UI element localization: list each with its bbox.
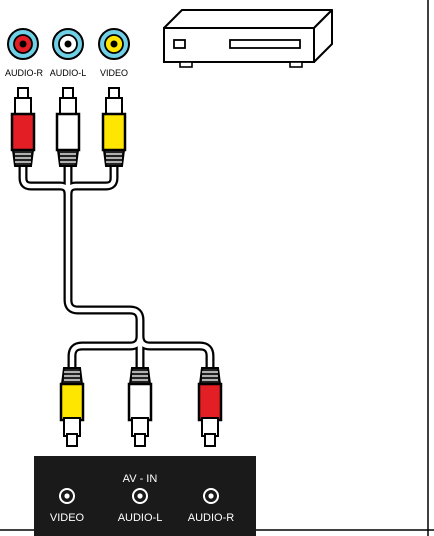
bottom-plug-video: [59, 366, 85, 448]
top-plug-video: [101, 86, 127, 168]
bottom-plug-audio-l: [127, 366, 153, 448]
jack-audio-l: [52, 28, 84, 60]
av-cable: [18, 161, 215, 379]
jack-video: [98, 28, 130, 60]
top-plug-audio-r: [10, 86, 36, 168]
jack-label-video: VIDEO: [100, 68, 128, 78]
port-label-audio-r: AUDIO-R: [188, 512, 235, 524]
jack-label-audio-r: AUDIO-R: [5, 68, 44, 78]
port-label-audio-l: AUDIO-L: [118, 512, 163, 524]
jack-label-audio-l: AUDIO-L: [50, 68, 87, 78]
port-audio-r: [203, 488, 219, 504]
bottom-plug-audio-r: [197, 366, 223, 448]
source-jacks: AUDIO-R AUDIO-L VIDEO: [5, 28, 130, 78]
port-audio-l: [132, 488, 148, 504]
port-video: [59, 488, 75, 504]
top-plug-audio-l: [55, 86, 81, 168]
dvd-player-icon: [163, 9, 333, 68]
av-in-title: AV - IN: [123, 473, 158, 485]
jack-audio-r: [7, 28, 39, 60]
port-label-video: VIDEO: [50, 512, 85, 524]
av-in-panel: AV - IN VIDEO AUDIO-L AUDIO-R: [34, 456, 256, 536]
